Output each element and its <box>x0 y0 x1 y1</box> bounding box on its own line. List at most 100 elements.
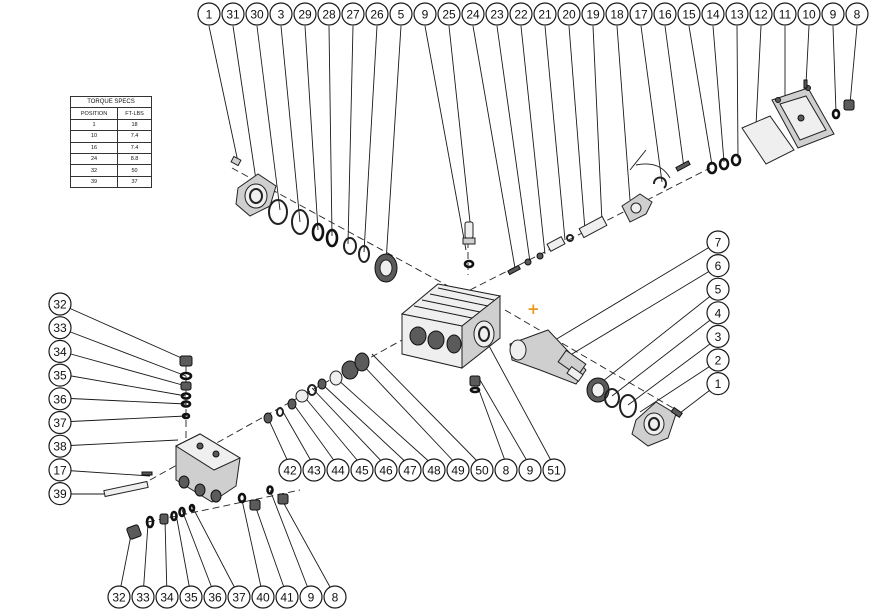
callout-top-row-12: 12 <box>749 2 773 26</box>
table-cell: 18 <box>117 118 152 132</box>
callout-label: 7 <box>715 236 722 250</box>
oring-part <box>325 228 339 248</box>
callout-circle <box>350 458 374 482</box>
callout-circle <box>48 316 72 340</box>
washer-part <box>329 370 343 386</box>
callout-label: 38 <box>53 440 67 454</box>
callout-label: 9 <box>422 8 429 22</box>
callout-middle-row-47: 47 <box>398 458 422 482</box>
bolt-part <box>230 155 242 167</box>
callout-middle-row-8: 8 <box>494 458 518 482</box>
callout-top-row-9: 9 <box>821 2 845 26</box>
parts <box>103 79 855 540</box>
callout-label: 33 <box>53 321 67 335</box>
callout-label: 18 <box>610 8 624 22</box>
valve-part <box>180 381 192 391</box>
table-cell: 1 <box>69 118 119 132</box>
callout-right-column-7: 7 <box>706 230 730 254</box>
callout-circle <box>131 585 155 609</box>
callout-label: 15 <box>682 8 696 22</box>
callout-top-row-23: 23 <box>485 2 509 26</box>
crankcase-part <box>400 283 502 370</box>
callout-label: 37 <box>53 416 67 430</box>
callout-label: 8 <box>332 591 339 605</box>
seal-part <box>358 245 370 263</box>
table-row: 10 7.4 <box>69 130 152 143</box>
seal-part <box>604 388 620 408</box>
callout-label: 28 <box>322 8 336 22</box>
bearing-cover-part <box>631 401 677 447</box>
callout-circle <box>461 2 485 26</box>
callout-circle <box>706 348 730 372</box>
plug-part <box>249 499 261 511</box>
oring-part <box>730 153 742 167</box>
callout-top-row-25: 25 <box>437 2 461 26</box>
torque-specs-title: TORQUE SPECS <box>70 95 152 109</box>
oring-part <box>619 394 637 418</box>
callout-label: 41 <box>280 591 294 605</box>
callout-label: 45 <box>355 464 369 478</box>
callout-circle <box>341 2 365 26</box>
callout-right-column-1: 1 <box>706 372 730 396</box>
callout-left-column-32: 32 <box>48 292 72 316</box>
valve-plug-part <box>179 355 193 367</box>
oring-part <box>266 485 274 495</box>
cooling-fins <box>413 287 495 319</box>
callout-top-row-11: 11 <box>773 2 797 26</box>
callout-circle <box>605 2 629 26</box>
callout-top-row-30: 30 <box>245 2 269 26</box>
callout-circle <box>706 254 730 278</box>
oil-seal-part <box>354 352 370 372</box>
callout-label: 9 <box>308 591 315 605</box>
callout-label: 31 <box>226 8 240 22</box>
callout-bottom-row-34: 34 <box>155 585 179 609</box>
bearing-part <box>586 377 610 403</box>
callout-label: 44 <box>331 464 345 478</box>
oring-part <box>188 503 196 513</box>
callout-circle <box>293 2 317 26</box>
oring-part <box>469 386 481 394</box>
leader-lines <box>59 25 858 597</box>
callout-circle <box>48 339 72 363</box>
callout-left-column-36: 36 <box>48 387 72 411</box>
callout-top-row-26: 26 <box>365 2 389 26</box>
callout-top-row-5: 5 <box>389 2 413 26</box>
callout-top-row-21: 21 <box>533 2 557 26</box>
callout-label: 17 <box>634 8 648 22</box>
callout-circle <box>251 585 275 609</box>
screw-part <box>675 160 691 172</box>
callout-label: 34 <box>160 591 174 605</box>
callout-label: 51 <box>547 464 561 478</box>
callout-circle <box>518 458 542 482</box>
callout-circle <box>179 585 203 609</box>
callout-right-column-3: 3 <box>706 324 730 348</box>
callout-circle <box>509 2 533 26</box>
callout-label: 9 <box>830 8 837 22</box>
drain-plug-part <box>469 375 481 387</box>
manifold-part <box>174 433 242 503</box>
screw-part <box>507 264 521 276</box>
callout-right-column-2: 2 <box>706 348 730 372</box>
callout-label: 42 <box>283 464 297 478</box>
table-cell: 24 <box>69 152 119 166</box>
callout-circle <box>245 2 269 26</box>
table-cell: 39 <box>69 175 119 189</box>
callout-label: 32 <box>53 298 67 312</box>
callout-circle <box>422 458 446 482</box>
table-cell: 7.4 <box>117 141 152 154</box>
callout-right-column-6: 6 <box>706 254 730 278</box>
table-cell: 8.8 <box>117 152 152 166</box>
callout-circle <box>48 434 72 458</box>
oring-part <box>179 371 193 381</box>
oring-part <box>291 209 309 235</box>
pin-part <box>546 236 566 252</box>
callout-circle <box>653 2 677 26</box>
callout-circle <box>677 2 701 26</box>
oring-part <box>180 392 192 400</box>
callout-label: 33 <box>136 591 150 605</box>
oring-part <box>311 222 325 242</box>
callout-label: 3 <box>715 330 722 344</box>
callout-label: 47 <box>403 464 417 478</box>
callout-left-column-33: 33 <box>48 316 72 340</box>
